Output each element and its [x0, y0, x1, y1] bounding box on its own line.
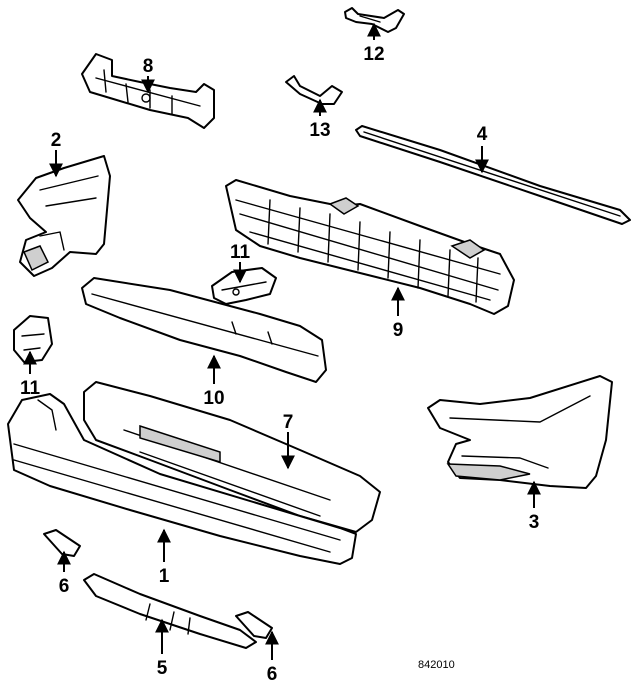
callout-10: 10	[203, 388, 224, 409]
part-1-face-bar	[7, 393, 357, 565]
callout-5: 5	[157, 658, 168, 679]
callout-4: 4	[477, 124, 488, 145]
drawing-code: 842010	[418, 659, 455, 671]
part-7-bumper-cover	[83, 381, 381, 533]
callout-1: 1	[159, 566, 170, 587]
part-6-bracket-left	[43, 529, 81, 557]
part-3-side-cover	[427, 375, 613, 489]
part-4-molding	[355, 125, 631, 225]
callout-7: 7	[283, 412, 294, 433]
callout-12: 11	[230, 242, 251, 263]
part-12-bracket	[211, 267, 277, 305]
part-10-absorber	[81, 277, 327, 383]
part-13-bracket	[344, 7, 405, 33]
part-2-side-bracket	[17, 155, 111, 277]
part-11-bracket	[13, 315, 53, 363]
callout-11: 11	[20, 378, 41, 399]
leader-lines	[23, 22, 541, 660]
callout-3: 3	[529, 512, 540, 533]
part-5-lower-stay	[83, 573, 257, 649]
callout-13: 12	[363, 44, 384, 65]
callout-14: 13	[309, 120, 330, 141]
callout-9: 8	[143, 56, 154, 77]
part-8-reinforcement	[225, 179, 515, 315]
callout-6-left: 6	[59, 576, 70, 597]
callout-6-right: 6	[267, 664, 278, 685]
part-14-stay	[285, 75, 343, 105]
callout-8: 9	[393, 320, 404, 341]
callout-2: 2	[51, 130, 62, 151]
callout-labels: 12 8 13 4 2 11 9 10 11 7 3 1 6 5 6	[20, 44, 539, 685]
